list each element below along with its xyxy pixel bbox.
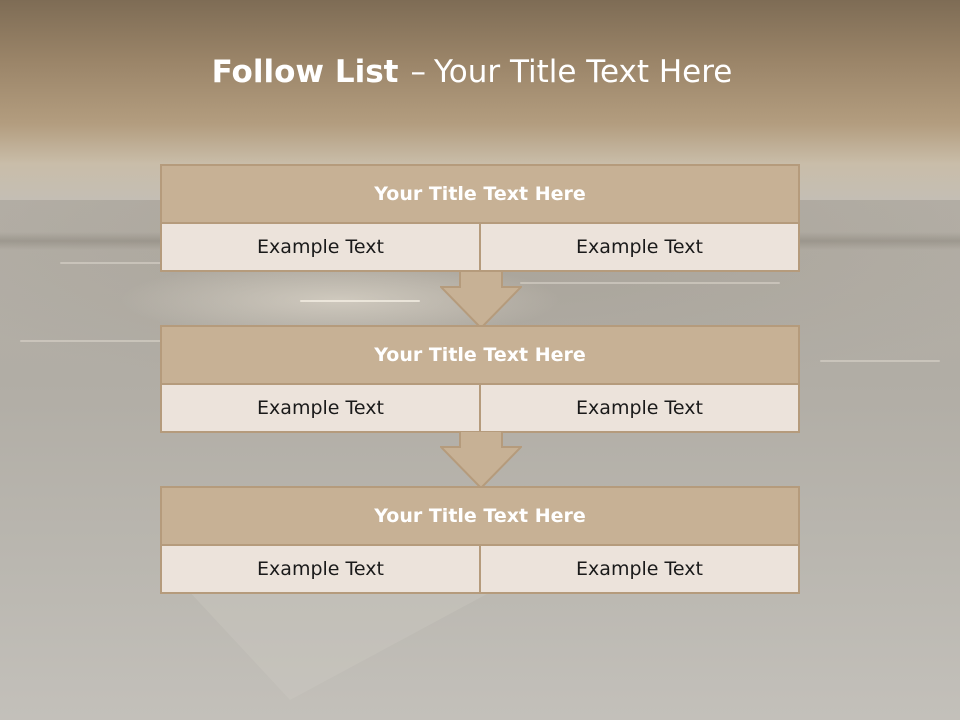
step-title-2: Your Title Text Here <box>162 327 798 385</box>
step-2-right-text: Example Text <box>479 385 798 431</box>
step-2-left-text: Example Text <box>162 385 479 431</box>
step-3-right-text: Example Text <box>479 546 798 592</box>
wave-line <box>820 360 940 362</box>
wave-line <box>520 282 780 284</box>
slide-title-rest: Your Title Text Here <box>433 54 733 90</box>
slide-title-bold: Follow List <box>211 54 399 90</box>
step-3-left-text: Example Text <box>162 546 479 592</box>
step-title-1: Your Title Text Here <box>162 166 798 224</box>
step-row-2: Example Text Example Text <box>162 385 798 431</box>
step-1-left-text: Example Text <box>162 224 479 270</box>
step-row-3: Example Text Example Text <box>162 546 798 592</box>
down-arrow-icon <box>440 431 522 489</box>
down-arrow-icon <box>440 271 522 329</box>
wave-line <box>300 300 420 302</box>
step-row-1: Example Text Example Text <box>162 224 798 270</box>
slide-title: Follow List–Your Title Text Here <box>0 54 944 90</box>
step-title-3: Your Title Text Here <box>162 488 798 546</box>
wave-line <box>20 340 200 342</box>
step-block-3: Your Title Text Here Example Text Exampl… <box>160 486 800 594</box>
step-1-right-text: Example Text <box>479 224 798 270</box>
step-block-1: Your Title Text Here Example Text Exampl… <box>160 164 800 272</box>
slide-title-separator: – <box>410 54 426 90</box>
step-block-2: Your Title Text Here Example Text Exampl… <box>160 325 800 433</box>
